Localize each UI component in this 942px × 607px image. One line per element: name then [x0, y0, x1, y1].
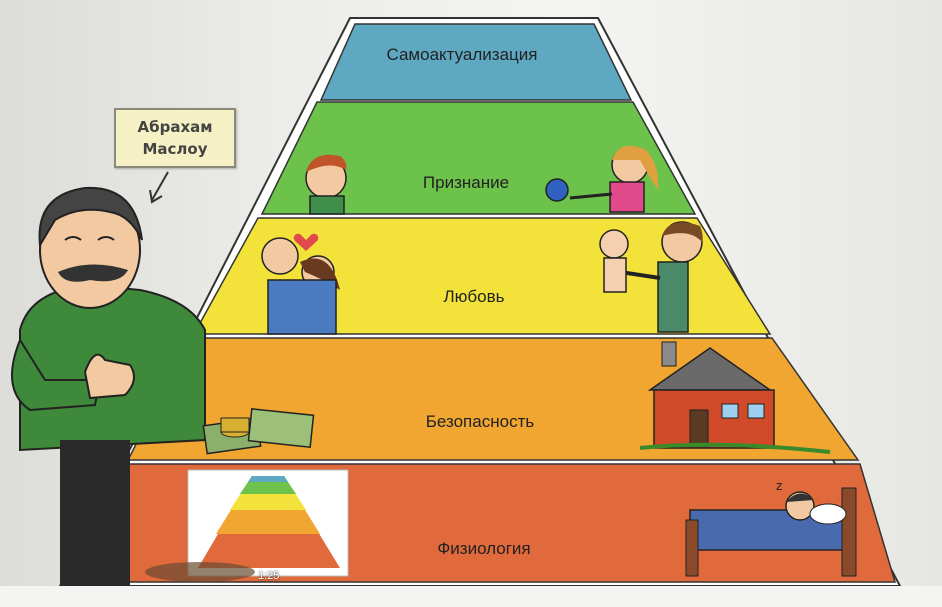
- maslow-figure: [11, 186, 206, 586]
- level-label-physiology: Физиология: [437, 539, 530, 558]
- hugging-couple-illustration: [261, 233, 340, 335]
- level-label-recognition: Признание: [423, 173, 509, 192]
- table-shadow: [145, 562, 255, 582]
- father-baby-illustration: [599, 221, 703, 333]
- level-label-self-actualization: Самоактуализация: [387, 45, 538, 64]
- heart-icon: [293, 233, 319, 251]
- level-label-safety: Безопасность: [426, 412, 535, 431]
- note-line-2: Маслоу: [142, 140, 208, 158]
- house-illustration: [639, 341, 831, 454]
- level-self-actualization: [319, 23, 633, 101]
- video-thumbnail[interactable]: [187, 469, 349, 577]
- sleep-zz-icon: z: [776, 479, 782, 493]
- level-label-love: Любовь: [444, 287, 505, 306]
- level-recognition: [260, 101, 697, 215]
- sleeping-bed-illustration: z: [685, 479, 857, 577]
- kid-girl-award-illustration: [545, 145, 659, 213]
- maslow-name-note: Абрахам Маслоу: [114, 108, 236, 168]
- kid-boy-illustration: [305, 154, 347, 215]
- arrow-icon: [149, 171, 169, 204]
- video-timestamp: 1:25: [258, 570, 280, 582]
- award-ribbon-icon: [545, 178, 569, 202]
- money-stack-illustration: [202, 408, 315, 455]
- note-line-1: Абрахам: [137, 118, 213, 136]
- bottom-bar: [0, 586, 942, 607]
